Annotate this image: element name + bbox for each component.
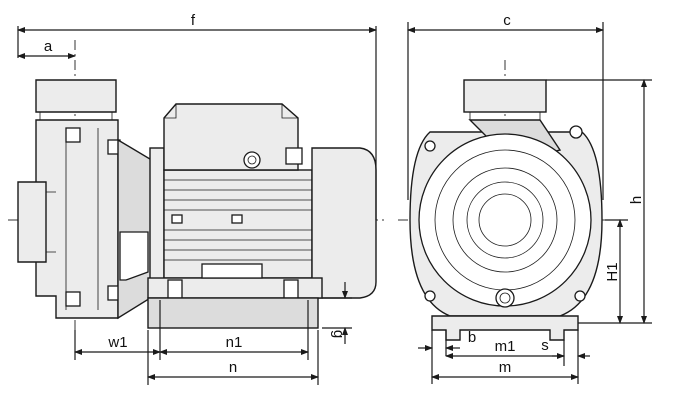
dim-label-s: s <box>541 337 549 354</box>
motor-flange <box>149 147 165 297</box>
impeller-housing <box>418 133 592 307</box>
dim-label-h: h <box>628 196 645 204</box>
bolt-icon <box>424 290 436 302</box>
dim-label-n: n <box>229 359 237 376</box>
dim-label-w1: w1 <box>107 334 127 351</box>
outlet-port <box>35 79 117 113</box>
terminal-box <box>163 103 299 171</box>
dim-label-n1: n1 <box>226 334 243 351</box>
cable-gland-icon <box>243 151 261 169</box>
dim-label-a: a <box>44 38 53 55</box>
dim-label-f: f <box>191 12 196 29</box>
front-view: c h H1 b m1 s m <box>398 12 652 384</box>
casing-bolt-icon <box>65 291 81 307</box>
dim-label-g: g <box>330 330 347 338</box>
dim-label-H1: H1 <box>604 262 621 281</box>
fan-cover <box>311 147 377 299</box>
front-discharge-port <box>463 79 547 113</box>
cooling-fins <box>164 179 312 261</box>
bolt-icon <box>569 125 583 139</box>
dim-label-c: c <box>503 12 511 29</box>
volute-casing <box>35 119 119 319</box>
dim-label-m: m <box>499 359 512 376</box>
dim-label-m1: m1 <box>495 338 516 355</box>
casing-bolt-icon <box>65 127 81 143</box>
dim-label-b: b <box>468 329 476 346</box>
drain-plug-icon <box>495 288 515 308</box>
base-plate <box>147 297 319 329</box>
side-view: f a g w1 n1 n <box>8 12 385 385</box>
motor-body <box>163 169 313 279</box>
bolt-icon <box>424 140 436 152</box>
suction-inlet <box>17 181 47 263</box>
bolt-icon <box>574 290 586 302</box>
front-feet <box>431 315 579 341</box>
